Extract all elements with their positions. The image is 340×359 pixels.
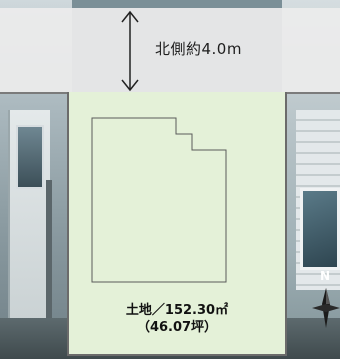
road-width-label: 北側約4.0m xyxy=(155,40,242,58)
compass-north-label: N xyxy=(320,269,331,283)
lot-area-text: 土地／152.30㎡ xyxy=(125,303,229,318)
lot-caption: 土地／152.30㎡ （46.07坪） xyxy=(67,302,287,336)
background-pole-left xyxy=(46,180,52,330)
background-window-right xyxy=(300,188,340,270)
double-arrow-icon xyxy=(121,10,139,92)
road-band xyxy=(0,8,340,92)
lot-tsubo-text: （46.07坪） xyxy=(136,320,218,335)
background-window-left xyxy=(16,125,44,189)
compass-rose-icon xyxy=(312,288,340,328)
